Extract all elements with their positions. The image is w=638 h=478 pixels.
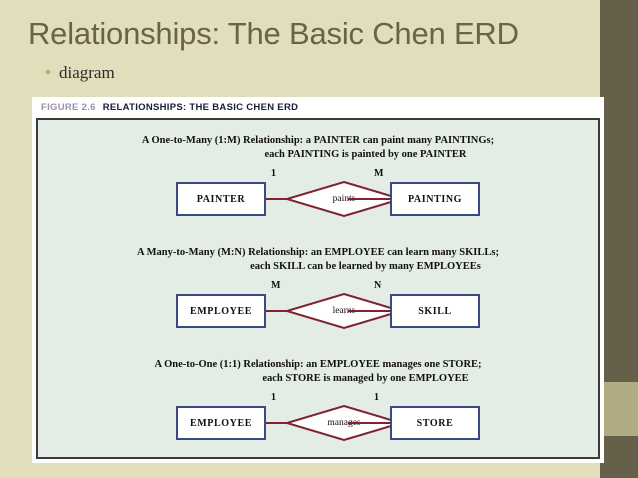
cardinality-right: 1 bbox=[374, 392, 379, 403]
relationship-diamond: paints bbox=[286, 181, 402, 217]
relationship-caption-line1: A Many-to-Many (M:N) Relationship: an EM… bbox=[137, 247, 499, 258]
relationship-caption-line2: each STORE is managed by one EMPLOYEE bbox=[262, 373, 469, 384]
relationship-connector-right bbox=[348, 310, 390, 312]
relationship-diamond: learns bbox=[286, 293, 402, 329]
relationship-caption-line2: each SKILL can be learned by many EMPLOY… bbox=[250, 261, 481, 272]
cardinality-right: M bbox=[374, 168, 384, 179]
erd-diagram-row: 1 M PAINTER paints PAINTING bbox=[38, 168, 598, 228]
square-bullet-icon bbox=[46, 70, 50, 74]
entity-box-left: EMPLOYEE bbox=[176, 406, 266, 440]
page-title: Relationships: The Basic Chen ERD bbox=[28, 16, 519, 51]
slide-right-accent-block bbox=[600, 382, 638, 436]
relationship-group-one-to-one: A One-to-One (1:1) Relationship: an EMPL… bbox=[38, 358, 598, 452]
bullet-item-label: diagram bbox=[59, 63, 115, 82]
entity-box-left: PAINTER bbox=[176, 182, 266, 216]
erd-diagram-row: 1 1 EMPLOYEE manages STORE bbox=[38, 392, 598, 452]
relationship-diamond: manages bbox=[286, 405, 402, 441]
relationship-verb-label: manages bbox=[327, 418, 361, 428]
cardinality-left: 1 bbox=[271, 168, 276, 179]
entity-box-left: EMPLOYEE bbox=[176, 294, 266, 328]
relationship-caption: A Many-to-Many (M:N) Relationship: an EM… bbox=[38, 246, 598, 274]
relationship-caption-line1: A One-to-One (1:1) Relationship: an EMPL… bbox=[154, 359, 482, 370]
relationship-verb-label: paints bbox=[332, 194, 356, 204]
relationship-group-one-to-many: A One-to-Many (1:M) Relationship: a PAIN… bbox=[38, 134, 598, 228]
figure-caption: FIGURE 2.6 RELATIONSHIPS: THE BASIC CHEN … bbox=[41, 102, 298, 113]
figure-container: FIGURE 2.6 RELATIONSHIPS: THE BASIC CHEN … bbox=[32, 97, 604, 463]
cardinality-left: M bbox=[271, 280, 281, 291]
entity-box-right: SKILL bbox=[390, 294, 480, 328]
bullet-list-item: diagram bbox=[46, 63, 115, 83]
relationship-verb-label: learns bbox=[332, 306, 356, 316]
figure-panel: A One-to-Many (1:M) Relationship: a PAIN… bbox=[36, 118, 600, 459]
relationship-group-many-to-many: A Many-to-Many (M:N) Relationship: an EM… bbox=[38, 246, 598, 340]
relationship-connector-right bbox=[348, 422, 390, 424]
cardinality-left: 1 bbox=[271, 392, 276, 403]
figure-number-label: FIGURE 2.6 bbox=[41, 102, 96, 113]
relationship-caption-line1: A One-to-Many (1:M) Relationship: a PAIN… bbox=[141, 135, 495, 146]
figure-title-label: RELATIONSHIPS: THE BASIC CHEN ERD bbox=[102, 102, 299, 113]
entity-box-right: STORE bbox=[390, 406, 480, 440]
entity-box-right: PAINTING bbox=[390, 182, 480, 216]
erd-diagram-row: M N EMPLOYEE learns SKILL bbox=[38, 280, 598, 340]
relationship-caption: A One-to-Many (1:M) Relationship: a PAIN… bbox=[38, 134, 598, 162]
relationship-caption-line2: each PAINTING is painted by one PAINTER bbox=[264, 149, 467, 160]
relationship-connector-right bbox=[348, 198, 390, 200]
cardinality-right: N bbox=[374, 280, 382, 291]
relationship-caption: A One-to-One (1:1) Relationship: an EMPL… bbox=[38, 358, 598, 386]
